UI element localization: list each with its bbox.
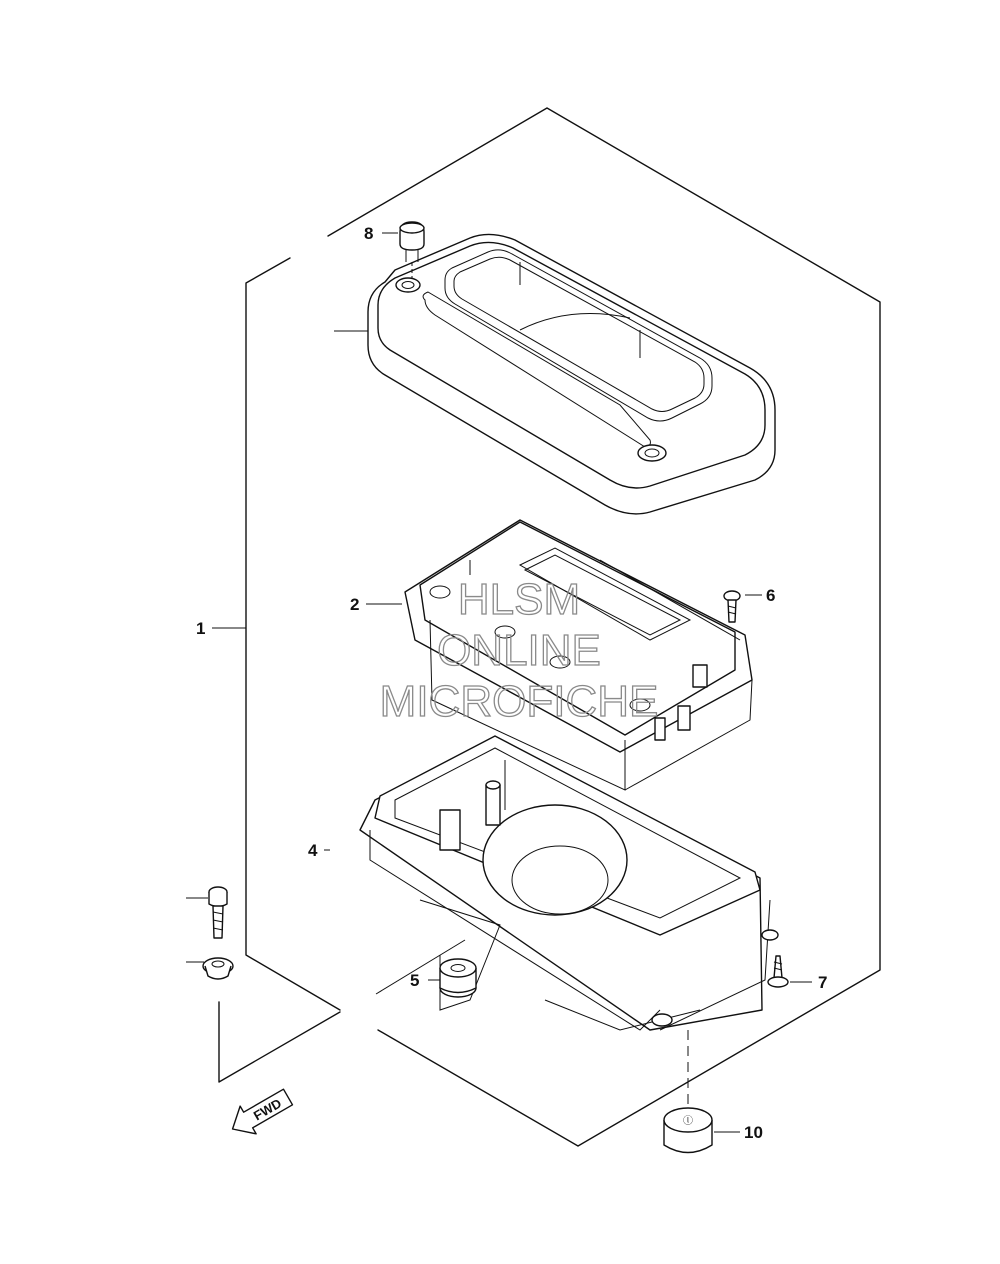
watermark-line1: HLSM [458,575,580,624]
leader-lines [186,232,812,1133]
meter-cover [367,233,776,515]
screw-6 [723,590,741,623]
callout-5: 5 [410,971,419,990]
grommet-5 [439,958,477,998]
bolt-left [208,886,228,939]
watermark-line2: ONLINE [437,626,601,675]
callout-8: 8 [364,224,373,243]
callout-10: 10 [744,1123,763,1142]
rubber-cap-10: ⓛ [663,1107,713,1154]
callout-6: 6 [766,586,775,605]
callout-1: 1 [196,619,205,638]
callout-7: 7 [818,973,827,992]
meter-case [359,735,779,1031]
watermark-line3: MICROFICHE [380,677,659,726]
watermark: HLSM ONLINE MICROFICHE [379,574,659,726]
meter-unit [404,519,753,791]
callout-4: 4 [308,841,318,860]
washer-left [202,957,234,980]
callout-2: 2 [350,595,359,614]
assembly-outline [218,107,881,1147]
fwd-arrow: FWD [231,1088,294,1135]
svg-text:ⓛ: ⓛ [683,1115,693,1127]
screw-7 [767,955,789,988]
screw-8 [399,221,425,278]
